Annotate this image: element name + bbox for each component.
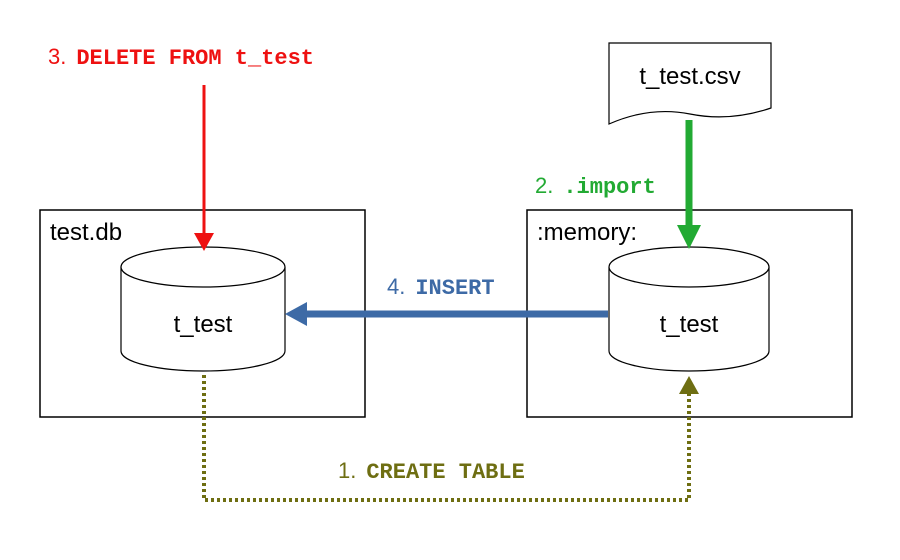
delete-step-command: DELETE FROM t_test	[76, 46, 314, 71]
create-step-command: CREATE TABLE	[366, 460, 524, 485]
test-db-title: test.db	[50, 219, 122, 246]
create-step-label: 1. CREATE TABLE	[338, 458, 525, 485]
create-table-connector	[202, 375, 699, 502]
memory-table-cylinder: t_test	[608, 246, 770, 372]
insert-step-number: 4.	[387, 274, 405, 299]
memory-table-label: t_test	[660, 311, 719, 338]
delete-step-number: 3.	[48, 44, 66, 69]
memory-db-title: :memory:	[537, 219, 637, 246]
delete-step-arrow	[194, 85, 214, 251]
import-step-arrow	[677, 120, 701, 249]
insert-step-command: INSERT	[415, 276, 494, 301]
test-db-table-label: t_test	[174, 311, 233, 338]
import-step-label: 2. .import	[535, 173, 656, 200]
delete-step-label: 3. DELETE FROM t_test	[48, 44, 314, 71]
csv-file-document: t_test.csv	[608, 42, 772, 125]
test-db-table-cylinder: t_test	[120, 246, 286, 372]
import-step-number: 2.	[535, 173, 553, 198]
csv-file-label: t_test.csv	[639, 63, 740, 90]
create-step-number: 1.	[338, 458, 356, 483]
insert-step-arrow	[285, 302, 608, 326]
insert-step-label: 4. INSERT	[387, 274, 495, 301]
import-step-command: .import	[563, 175, 655, 200]
